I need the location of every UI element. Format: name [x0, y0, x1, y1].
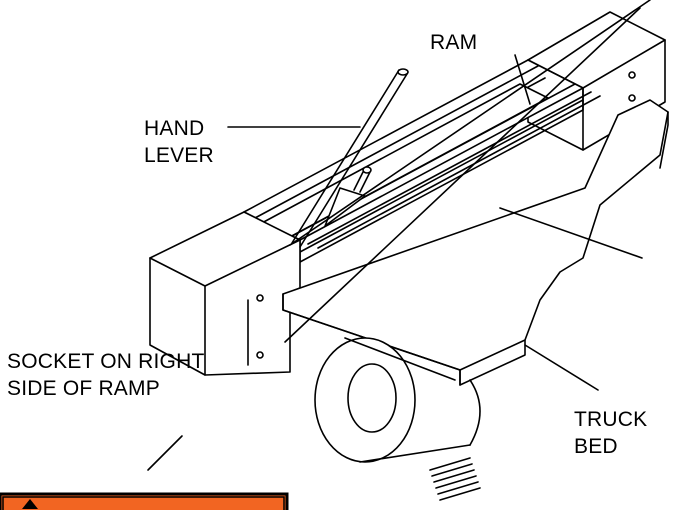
- hand-lever: [291, 68, 409, 248]
- wheel: [314, 337, 481, 501]
- truck-bed: [282, 99, 669, 386]
- warning-label-icon: [0, 492, 289, 510]
- socket-label-line2: SIDE OF RAMP: [7, 377, 160, 400]
- truck-bed-label-line2: BED: [574, 435, 618, 458]
- ram-label: RAM: [430, 31, 478, 54]
- leader-lines: [147, 0, 651, 471]
- socket-label-line1: SOCKET ON RIGHT: [7, 350, 205, 373]
- hand-lever-label-line2: LEVER: [144, 144, 214, 167]
- left-housing: [149, 211, 301, 376]
- truck-bed-label-line1: TRUCK: [574, 408, 648, 431]
- hand-lever-label-line1: HAND: [144, 117, 205, 140]
